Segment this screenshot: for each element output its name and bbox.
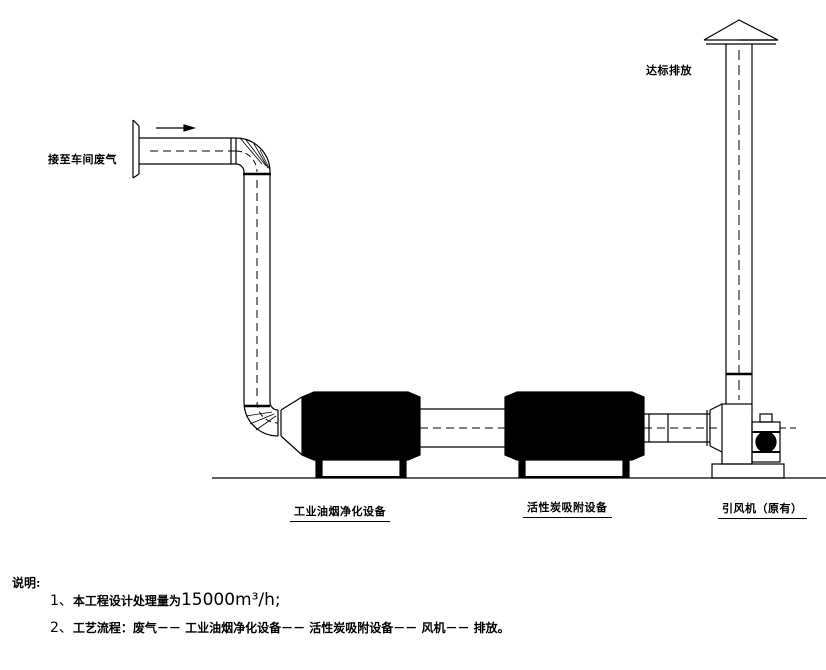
oil-fume-purifier xyxy=(301,391,421,478)
exhaust-stack xyxy=(703,19,779,404)
note-1-number: 1、 xyxy=(50,593,73,609)
connecting-duct xyxy=(420,408,505,448)
notes-heading: 说明: xyxy=(12,574,40,591)
top-elbow xyxy=(235,137,271,173)
vertical-duct xyxy=(243,172,271,402)
inlet-flange xyxy=(132,119,140,179)
fan-inlet-duct xyxy=(644,403,723,453)
outlet-label: 达标排放 xyxy=(646,64,692,77)
inlet-duct xyxy=(139,137,237,165)
bottom-elbow xyxy=(243,401,279,437)
unit1-inlet-transition xyxy=(277,396,303,456)
flow-arrow xyxy=(156,124,197,132)
inlet-label: 接至车间废气 xyxy=(48,153,117,166)
oil-fume-unit-label: 工业油烟净化设备 xyxy=(290,503,390,522)
fan-unit-label: 引风机（原有） xyxy=(718,500,807,519)
note-1-text: 本工程设计处理量为 xyxy=(72,594,181,608)
note-1-value: 15000m³/h; xyxy=(180,590,281,610)
activated-carbon-unit xyxy=(504,391,645,478)
note-line-2: 2、工艺流程：废气－－ 工业油烟净化设备－－ 活性炭吸附设备－－ 风机－－ 排放… xyxy=(50,617,510,637)
note-2-number: 2、 xyxy=(50,620,73,636)
carbon-unit-label: 活性炭吸附设备 xyxy=(523,499,612,518)
note-2-text: 工艺流程：废气－－ 工业油烟净化设备－－ 活性炭吸附设备－－ 风机－－ 排放。 xyxy=(72,621,510,635)
notes-heading-text: 说明: xyxy=(12,576,41,590)
induced-draft-fan xyxy=(711,403,800,479)
note-line-1: 1、本工程设计处理量为15000m³/h; xyxy=(50,590,281,610)
